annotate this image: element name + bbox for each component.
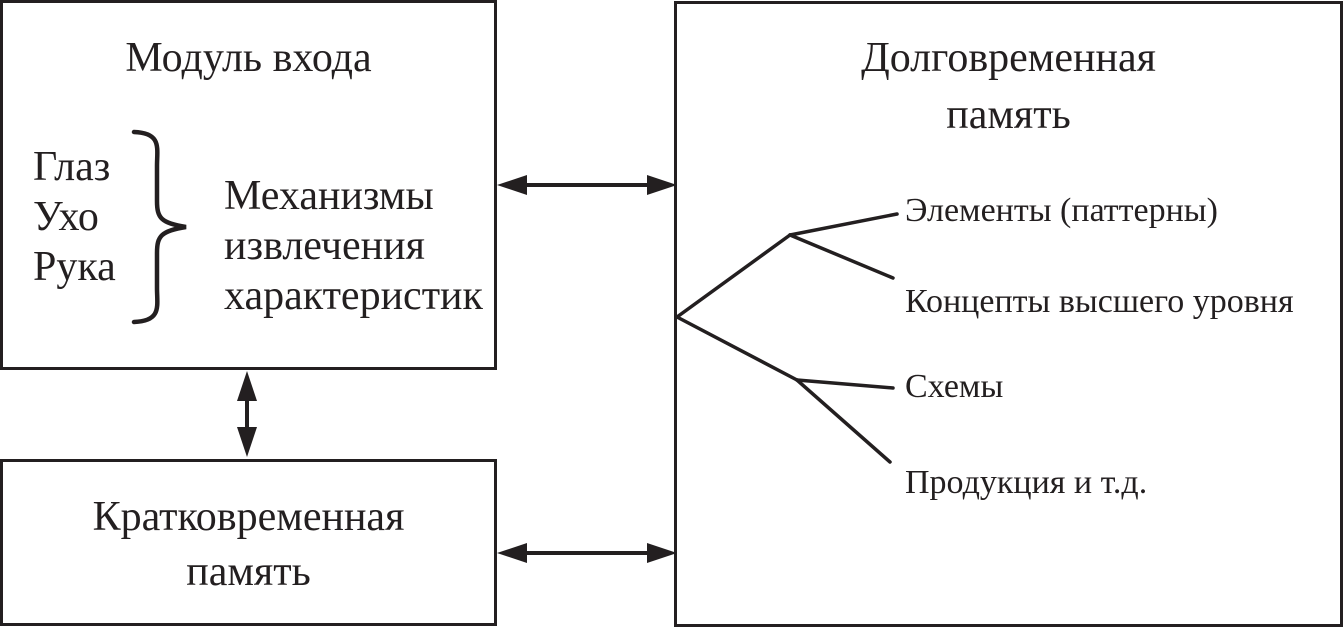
feature-extraction-line-1: Механизмы <box>224 173 434 219</box>
arrow-input-stm <box>237 371 257 457</box>
feature-extraction-line-3: характеристик <box>224 273 483 319</box>
arrow-input-ltm <box>497 175 677 195</box>
stm-title-line-2: память <box>186 549 311 595</box>
short-term-memory-box <box>0 459 497 626</box>
feature-extraction-label: Механизмы извлечения характеристик <box>224 171 483 321</box>
ltm-title-line-2: память <box>946 92 1071 138</box>
sense-ear: Ухо <box>33 194 99 240</box>
long-term-memory-title: Долговременная память <box>676 30 1341 144</box>
ltm-item-concepts: Концепты высшего уровня <box>905 283 1294 320</box>
ltm-item-schemas: Схемы <box>905 368 1004 405</box>
senses-list: Глаз Ухо Рука <box>33 142 116 292</box>
sense-eye: Глаз <box>33 144 111 190</box>
feature-extraction-line-2: извлечения <box>224 223 425 269</box>
arrow-stm-ltm <box>497 543 677 563</box>
sense-hand: Рука <box>33 244 116 290</box>
ltm-item-productions: Продукция и т.д. <box>905 464 1148 501</box>
stm-title-line-1: Кратковременная <box>92 494 405 540</box>
input-module-box <box>0 0 497 370</box>
short-term-memory-title: Кратковременная память <box>0 490 497 600</box>
ltm-item-elements: Элементы (паттерны) <box>905 192 1218 229</box>
ltm-title-line-1: Долговременная <box>861 35 1156 81</box>
input-module-title: Модуль входа <box>125 35 372 81</box>
